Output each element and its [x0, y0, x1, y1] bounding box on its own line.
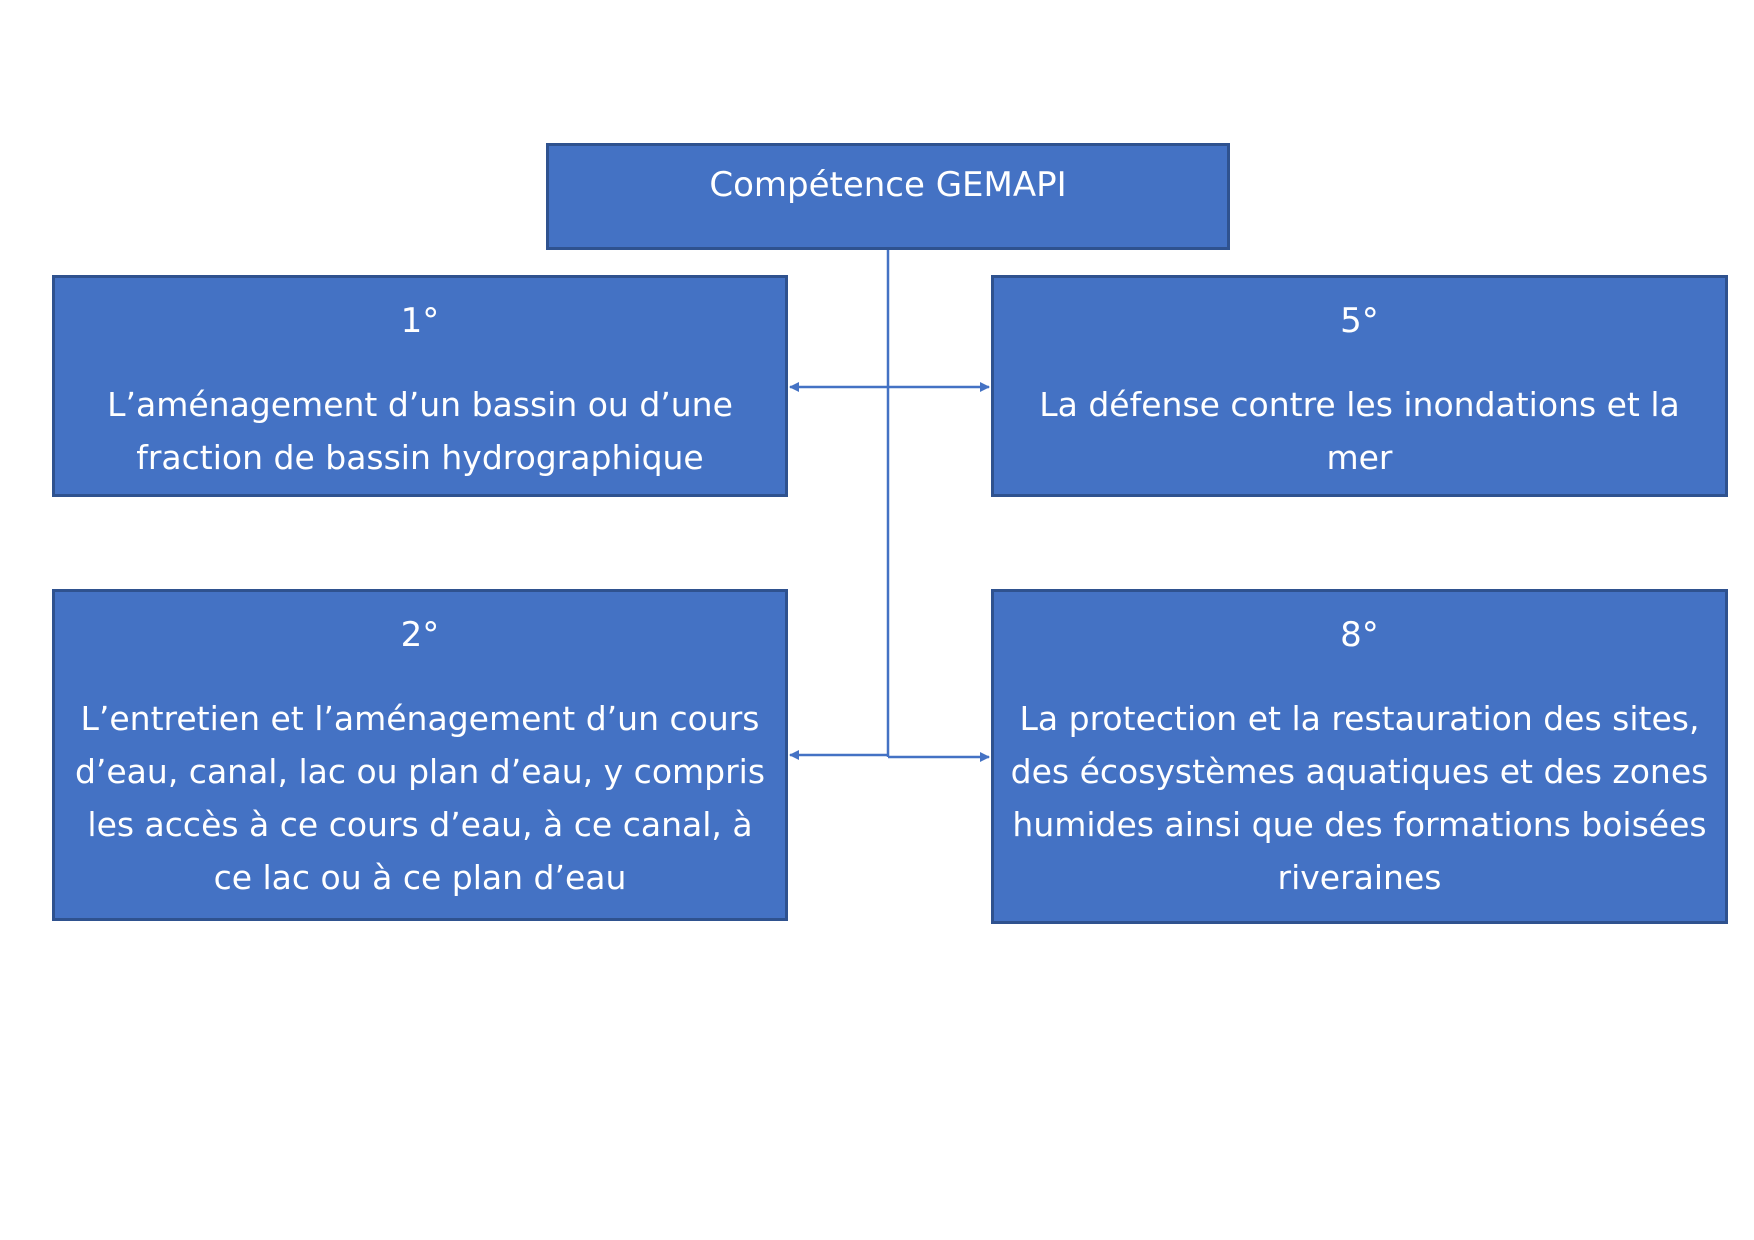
item-node-2: 2° L’entretien et l’aménagement d’un cou… [52, 589, 788, 921]
root-label: Compétence GEMAPI [709, 165, 1067, 205]
item-text-5: La défense contre les inondations et la … [1039, 385, 1680, 477]
root-node: Compétence GEMAPI [546, 143, 1230, 250]
item-node-1: 1° L’aménagement d’un bassin ou d’une fr… [52, 275, 788, 497]
item-text-1: L’aménagement d’un bassin ou d’une fract… [107, 385, 733, 477]
item-number-5: 5° [1340, 301, 1379, 341]
item-node-5: 5° La défense contre les inondations et … [991, 275, 1728, 497]
item-number-2: 2° [400, 615, 440, 655]
item-number-1: 1° [400, 301, 440, 341]
item-text-8: La protection et la restauration des sit… [1010, 699, 1709, 897]
item-number-8: 8° [1340, 615, 1379, 655]
item-text-2: L’entretien et l’aménagement d’un cours … [74, 699, 766, 897]
item-node-8: 8° La protection et la restauration des … [991, 589, 1728, 924]
